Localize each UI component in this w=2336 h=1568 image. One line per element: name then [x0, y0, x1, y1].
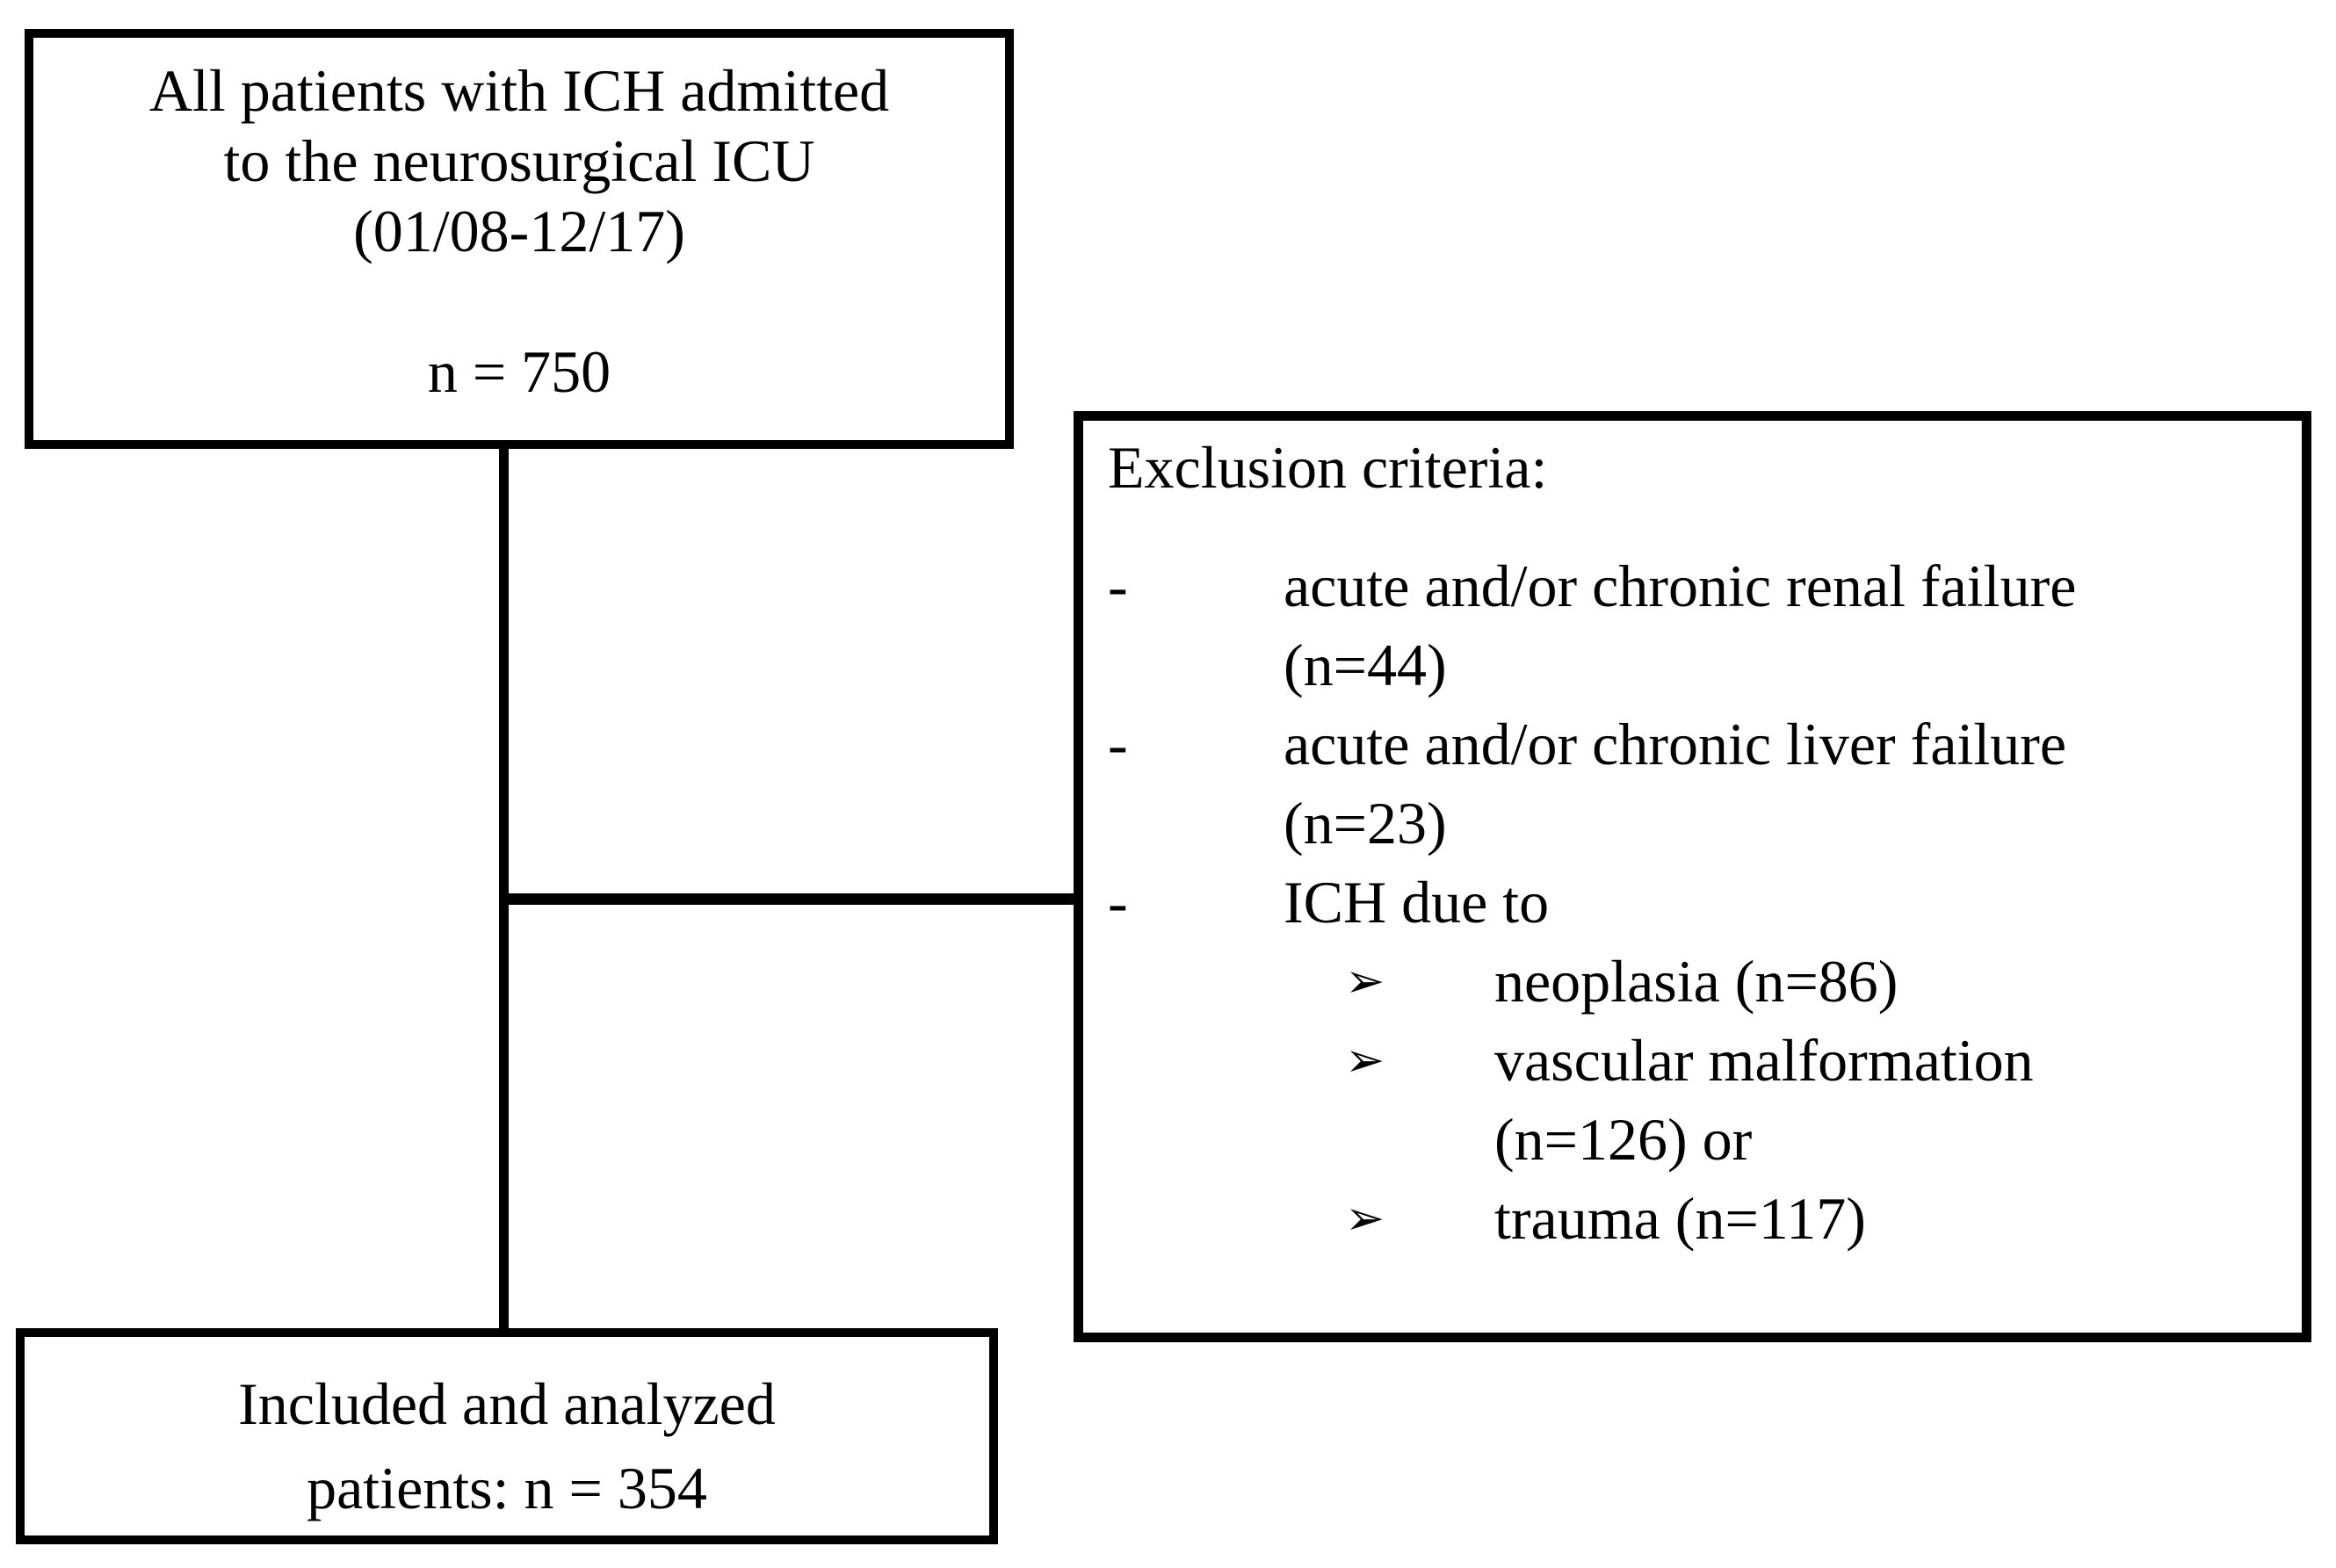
- sub-list-item: ➢ vascular malformation (n=126) or: [1345, 1021, 2284, 1179]
- patient-count: n = 750: [427, 338, 611, 405]
- exclusion-list: - acute and/or chronic renal failure (n=…: [1108, 546, 2284, 1258]
- node-text-line: Included and analyzed: [238, 1370, 776, 1437]
- dash-bullet: -: [1108, 711, 1128, 777]
- dash-bullet: -: [1108, 553, 1128, 619]
- item-line: trauma (n=117): [1494, 1185, 1866, 1252]
- list-item: - ICH due to: [1108, 863, 2284, 942]
- list-item: - acute and/or chronic liver failure (n=…: [1108, 705, 2284, 863]
- dash-bullet: -: [1108, 869, 1128, 936]
- sub-list-item: ➢ neoplasia (n=86): [1345, 942, 2284, 1021]
- node-text-line: (01/08-12/17): [353, 198, 685, 264]
- item-line: (n=23): [1284, 790, 1447, 856]
- item-line: neoplasia (n=86): [1494, 948, 1898, 1015]
- node-text-line: All patients with ICH admitted: [148, 57, 890, 124]
- item-line: (n=126) or: [1494, 1106, 1753, 1173]
- item-line: acute and/or chronic liver failure: [1284, 711, 2067, 777]
- arrowhead-bullet-icon: ➢: [1345, 1032, 1385, 1087]
- list-item: - acute and/or chronic renal failure (n=…: [1108, 546, 2284, 705]
- node-text-line: to the neurosurgical ICU: [223, 127, 815, 194]
- exclusion-title: Exclusion criteria:: [1108, 434, 1548, 501]
- connector-horizontal-line: [499, 893, 1074, 905]
- sub-list-item: ➢ trauma (n=117): [1345, 1179, 2284, 1258]
- arrowhead-bullet-icon: ➢: [1345, 953, 1385, 1008]
- node-exclusion-criteria: Exclusion criteria: - acute and/or chron…: [1074, 411, 2311, 1342]
- node-text-line: patients: n = 354: [307, 1455, 707, 1521]
- item-line: ICH due to: [1284, 869, 1550, 936]
- item-line: acute and/or chronic renal failure: [1284, 553, 2077, 619]
- connector-vertical-line: [499, 444, 509, 1328]
- node-included-patients: Included and analyzed patients: n = 354: [16, 1328, 998, 1544]
- node-all-patients: All patients with ICH admitted to the ne…: [25, 29, 1014, 449]
- arrowhead-bullet-icon: ➢: [1345, 1190, 1385, 1246]
- item-line: (n=44): [1284, 632, 1447, 698]
- item-line: vascular malformation: [1494, 1027, 2034, 1094]
